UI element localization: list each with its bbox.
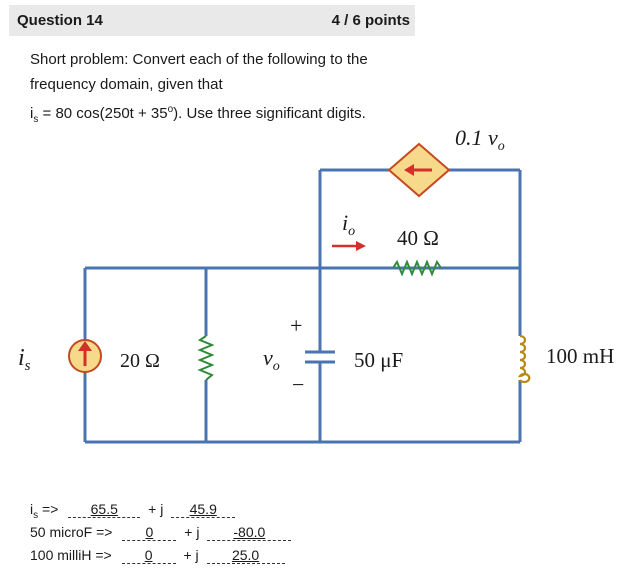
source-label: is	[18, 345, 31, 374]
question-title: Question 14	[17, 12, 103, 29]
io-arrow-icon	[332, 241, 366, 251]
question-header: Question 14 4 / 6 points	[9, 5, 415, 36]
answer-row-inductor: 100 milliH => 0 + j 25.0	[30, 547, 291, 570]
vo-label: vo	[263, 345, 280, 374]
vo-minus: −	[292, 372, 304, 397]
prompt-line-1: Short problem: Convert each of the follo…	[30, 51, 368, 68]
resistor-40	[392, 259, 442, 277]
dependent-source-label: 0.1 vo	[455, 125, 505, 154]
answer-list: is => 65.5 + j 45.9 50 microF => 0 + j -…	[30, 501, 292, 570]
dependent-source	[387, 142, 451, 198]
answer-row-is: is => 65.5 + j 45.9	[30, 501, 291, 524]
answer-imag-inductor[interactable]: 25.0	[206, 547, 285, 564]
cap-label: 50 μF	[354, 348, 403, 372]
r2-label: 40 Ω	[397, 226, 439, 250]
prompt-line-2: frequency domain, given that	[30, 76, 223, 93]
circuit-wires	[83, 168, 522, 444]
r1-label: 20 Ω	[120, 350, 160, 372]
resistor-20	[197, 335, 215, 381]
capacitor	[305, 350, 335, 364]
question-prompt: Short problem: Convert each of the follo…	[30, 47, 430, 132]
answer-real-inductor[interactable]: 0	[121, 547, 176, 564]
vo-plus: +	[290, 313, 302, 338]
question-points: 4 / 6 points	[331, 12, 410, 29]
io-label: io	[342, 210, 355, 239]
answer-imag-capacitor[interactable]: -80.0	[207, 524, 292, 541]
answer-row-capacitor: 50 microF => 0 + j -80.0	[30, 524, 292, 547]
prompt-line-3: is = 80 cos(250t + 35o). Use three signi…	[30, 104, 366, 125]
inductor-label: 100 mH	[546, 344, 614, 368]
circuit-diagram: is 20 Ω + vo − io 40 Ω 50 μF 100 mH 0.1 …	[18, 125, 614, 444]
answer-real-capacitor[interactable]: 0	[122, 524, 177, 541]
current-source	[68, 339, 102, 373]
answer-real-is[interactable]: 65.5	[68, 501, 141, 518]
answer-imag-is[interactable]: 45.9	[171, 501, 236, 518]
inductor	[517, 334, 531, 384]
